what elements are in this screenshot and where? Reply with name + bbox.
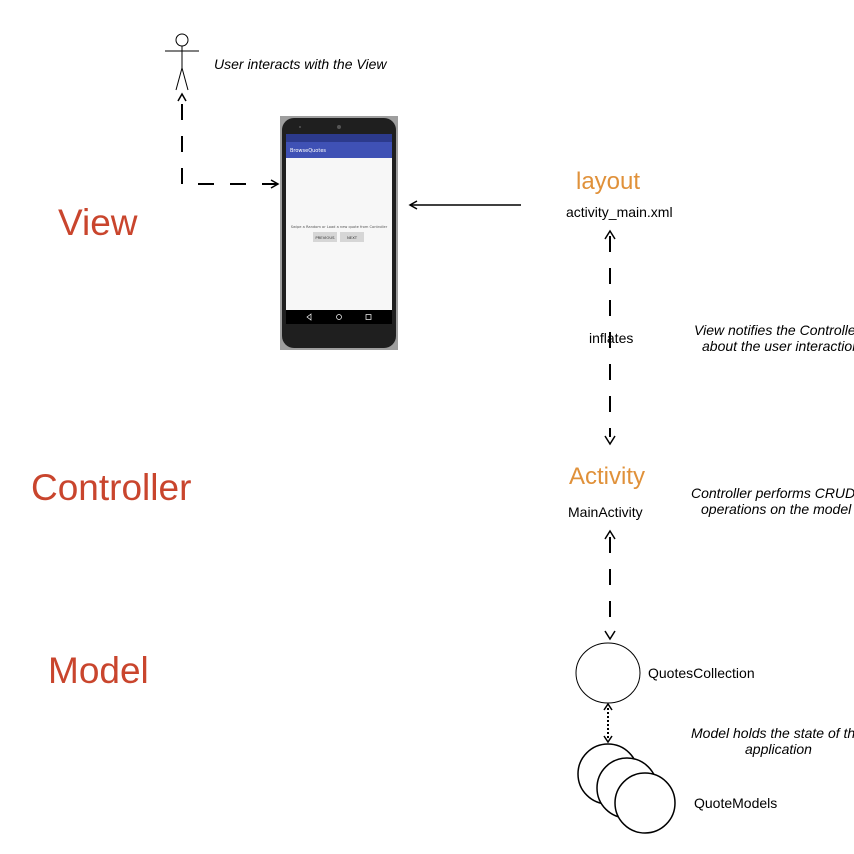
controller-section-label: Controller <box>31 467 192 508</box>
controller-crud-note: Controller performs CRUD operations on t… <box>691 485 854 517</box>
view-notifies-note-line1: View notifies the Controller <box>694 322 854 338</box>
view-notifies-note-line2: about the user interaction <box>702 338 854 354</box>
phone-screen <box>286 158 392 310</box>
quote-models-label: QuoteModels <box>694 795 778 811</box>
android-phone-mockup: BrowseQuotes Swipe a Random or Load a ne… <box>280 116 398 350</box>
phone-next-button-label: NEXT <box>347 235 358 240</box>
phone-previous-button <box>313 232 337 242</box>
user-stick-figure-icon <box>165 33 199 91</box>
crud-arrow-down-head <box>604 630 616 641</box>
phone-home-icon <box>336 314 342 320</box>
phone-recents-icon <box>365 314 372 320</box>
phone-back-icon <box>306 313 312 321</box>
phone-previous-button-label: PREVIOUS <box>315 235 335 240</box>
inflates-arrow-up-head <box>604 229 616 240</box>
quote-models-circles <box>577 743 676 834</box>
user-interaction-arrow <box>177 92 278 185</box>
collection-models-down-head <box>603 735 613 744</box>
layout-heading: layout <box>576 168 641 195</box>
phone-body-text: Swipe a Random or Load a new quote from … <box>291 225 388 229</box>
layout-file-label: activity_main.xml <box>566 204 673 220</box>
model-state-note-line2: application <box>745 741 812 757</box>
crud-arrow-up-head <box>604 529 616 540</box>
collection-models-up-head <box>603 702 613 711</box>
phone-app-title: BrowseQuotes <box>290 148 326 154</box>
controller-crud-note-line1: Controller performs CRUD <box>691 485 854 501</box>
view-notifies-note: View notifies the Controller about the u… <box>694 322 854 354</box>
activity-heading: Activity <box>569 463 646 490</box>
model-state-note: Model holds the state of the application <box>691 725 854 757</box>
controller-crud-note-line2: operations on the model <box>701 501 852 517</box>
inflates-label: inflates <box>588 330 635 346</box>
model-state-note-line1: Model holds the state of the <box>691 725 854 741</box>
quotes-collection-label: QuotesCollection <box>648 665 755 681</box>
phone-app-bar <box>286 142 392 158</box>
model-section-label: Model <box>48 650 149 691</box>
user-interaction-note: User interacts with the View <box>214 56 387 72</box>
inflates-arrow-down-head <box>604 435 616 446</box>
quotes-collection-circle <box>575 642 641 704</box>
view-section-label: View <box>58 202 138 243</box>
activity-name-label: MainActivity <box>568 504 643 520</box>
phone-next-button <box>340 232 364 242</box>
